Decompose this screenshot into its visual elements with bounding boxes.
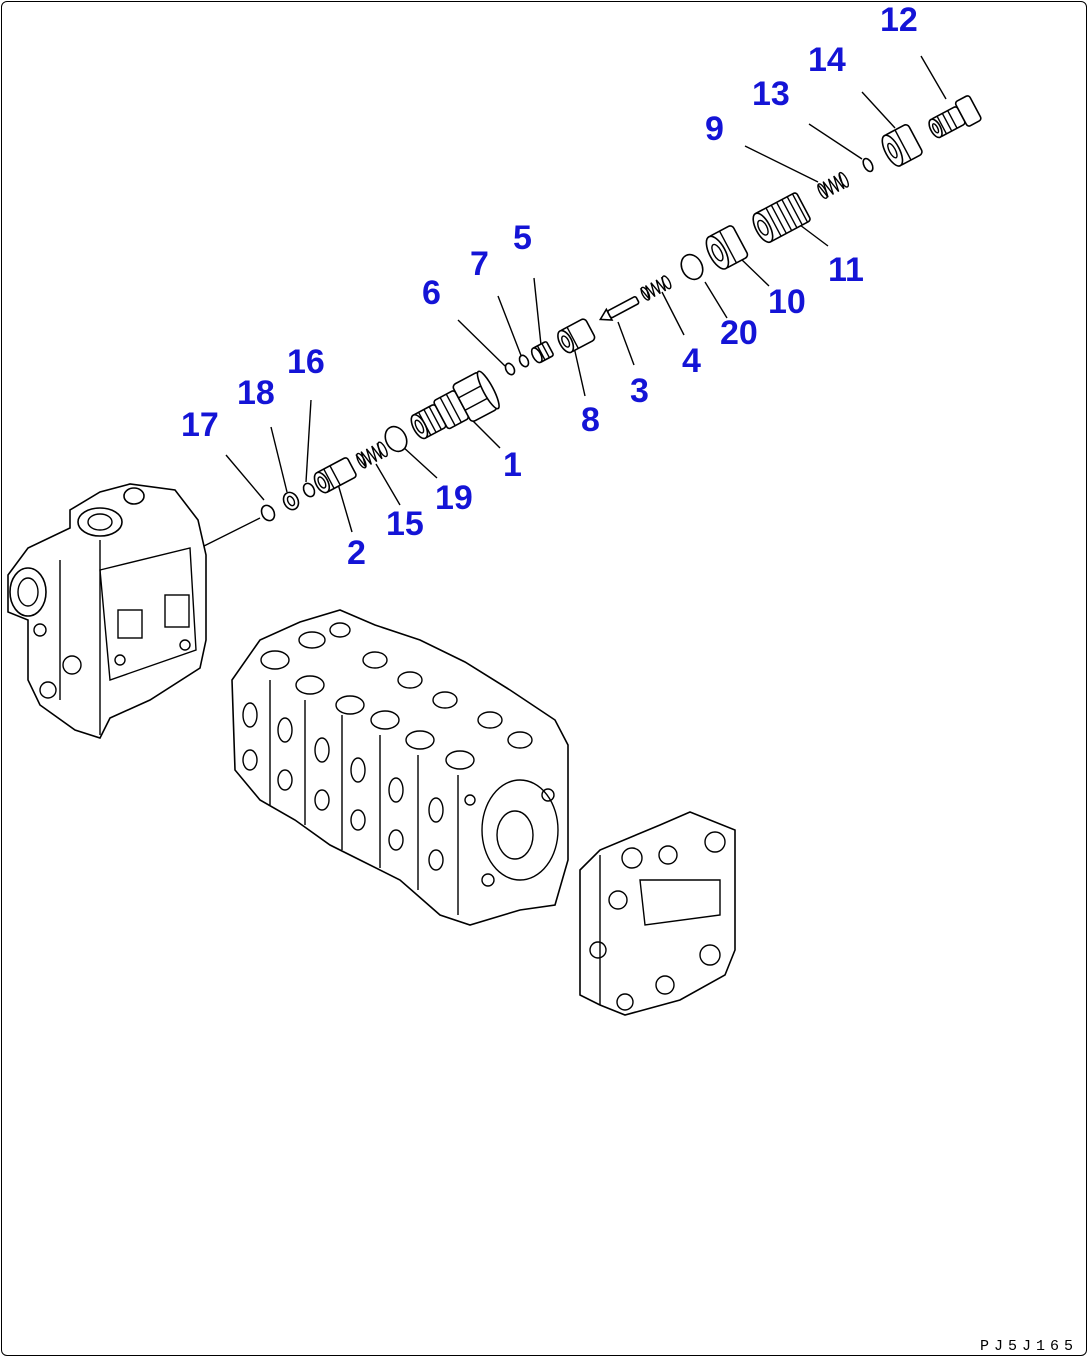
leader-20 (704, 281, 728, 319)
part-4-spring (639, 275, 672, 301)
leader-10 (739, 257, 770, 287)
part-17-o-ring (260, 504, 276, 522)
part-19-o-ring (384, 425, 408, 453)
callout-10: 10 (768, 283, 806, 321)
leader-19 (401, 445, 438, 479)
part-6-o-ring (504, 362, 516, 376)
callout-1: 1 (503, 446, 522, 484)
assembly-axis-line (199, 517, 261, 549)
leader-6 (457, 319, 506, 367)
callout-5: 5 (513, 219, 532, 257)
leader-5 (533, 277, 542, 346)
callout-13: 13 (752, 75, 790, 113)
callout-16: 16 (287, 343, 325, 381)
callout-11: 11 (828, 251, 864, 289)
part-9-spring (817, 171, 850, 200)
callout-7: 7 (470, 245, 489, 283)
part-5-nut (530, 341, 554, 364)
leader-15 (375, 463, 401, 506)
part-1-valve-body (410, 370, 500, 440)
callout-18: 18 (237, 374, 275, 412)
valve-parts (260, 95, 982, 522)
leader-12 (920, 55, 947, 100)
part-20-o-ring (680, 253, 704, 281)
callout-14: 14 (808, 41, 846, 79)
part-14-nut (881, 124, 923, 167)
leader-7 (497, 295, 523, 359)
callout-8: 8 (581, 401, 600, 439)
callout-15: 15 (386, 505, 424, 543)
part-7-ring (518, 354, 530, 368)
part-3-poppet (598, 296, 640, 321)
part-12-plug (928, 95, 982, 139)
callout-4: 4 (682, 342, 701, 380)
leader-8 (573, 346, 586, 397)
end-cover (579, 811, 736, 1016)
leader-18 (270, 426, 288, 493)
callout-17: 17 (181, 406, 219, 444)
callout-2: 2 (347, 534, 366, 572)
leader-lines (199, 55, 947, 549)
callout-20: 20 (720, 314, 758, 352)
callout-19: 19 (435, 479, 473, 517)
callout-12: 12 (880, 1, 918, 39)
leader-9 (744, 145, 819, 183)
part-2-plunger (313, 457, 357, 494)
part-18-ring (282, 491, 300, 511)
valve-section-stack (231, 609, 569, 926)
callout-6: 6 (422, 274, 441, 312)
part-11-adjusting-screw (752, 192, 811, 244)
leader-16 (305, 399, 312, 483)
inlet-housing (7, 483, 207, 739)
drawing-code: PJ5J165 (979, 1338, 1078, 1355)
leader-17 (225, 454, 265, 501)
leader-2 (337, 483, 353, 533)
part-8-sleeve (557, 318, 596, 354)
leader-1 (469, 417, 501, 449)
leader-14 (861, 91, 896, 129)
leader-4 (661, 291, 685, 336)
leader-3 (617, 321, 635, 366)
leader-13 (808, 123, 863, 160)
leader-11 (799, 224, 829, 247)
part-15-spring (355, 441, 388, 469)
part-13-o-ring (862, 157, 874, 173)
callout-9: 9 (705, 110, 724, 148)
part-10-lock-nut (705, 225, 749, 270)
part-16-ring (302, 482, 316, 498)
callout-3: 3 (630, 372, 649, 410)
